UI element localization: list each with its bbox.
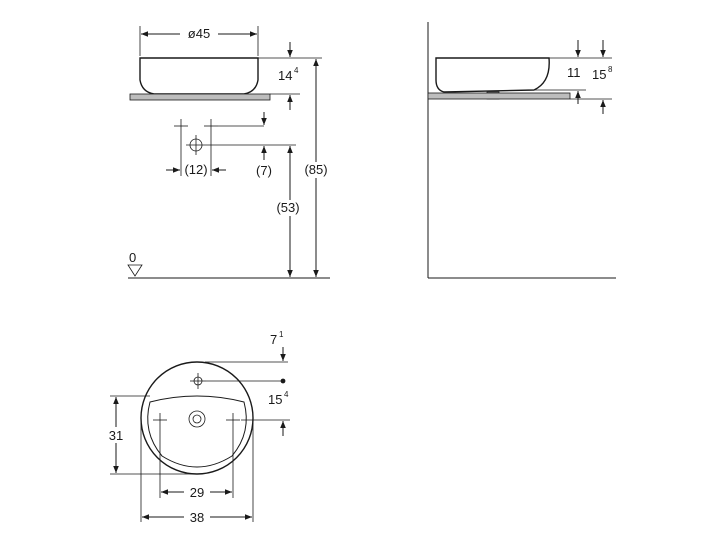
side-total-height-label: 15 (592, 67, 606, 82)
top-view: 7 1 15 4 31 29 38 (104, 330, 290, 525)
front-view: ø45 14 4 (12) (7) (127, 26, 336, 279)
top-tap-point-icon (280, 378, 286, 384)
top-marker-left-icon (153, 413, 167, 427)
front-tap-spacing-label: (12) (184, 162, 207, 177)
front-floor-label: 0 (129, 250, 136, 265)
top-depth-label: 31 (109, 428, 123, 443)
top-tap-offset-sup: 1 (279, 330, 284, 339)
top-waste-offset-sup: 4 (284, 390, 289, 399)
top-waste-inner (192, 414, 202, 424)
top-bowl-inner (147, 395, 247, 468)
top-basin-outline (140, 361, 254, 475)
front-total-height-label: (85) (304, 162, 327, 177)
side-view: 11 15 8 (427, 22, 616, 279)
side-total-height-sup: 8 (608, 65, 613, 74)
top-marker-right-icon (226, 413, 240, 427)
front-waste-height-label: (53) (276, 200, 299, 215)
side-countertop (427, 92, 571, 100)
side-bowl-outline (435, 57, 550, 93)
side-bowl-height-label: 11 (567, 65, 581, 80)
front-countertop (129, 93, 271, 101)
front-width-label: ø45 (188, 26, 210, 41)
top-waste-offset-label: 15 (268, 392, 282, 407)
top-spacing-label: 29 (190, 485, 204, 500)
front-bowl-outline (139, 57, 259, 95)
front-tap-drop-label: (7) (256, 163, 272, 178)
top-waste-outer (188, 410, 206, 428)
front-floor-marker-icon (127, 264, 143, 277)
front-bowl-height-sup: 4 (294, 66, 299, 75)
front-tap-hole-left-icon (174, 119, 188, 133)
front-tap-hole-right-icon (204, 119, 218, 133)
top-tap-offset-label: 7 (270, 332, 277, 347)
top-width-label: 38 (190, 510, 204, 525)
front-bowl-height-label: 14 (278, 68, 292, 83)
